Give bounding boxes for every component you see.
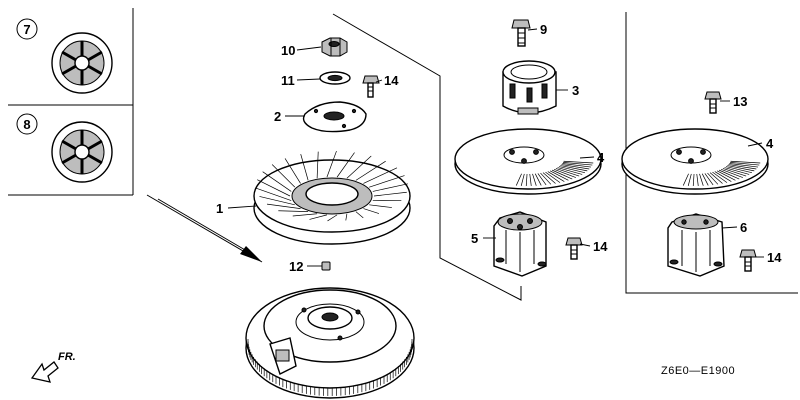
direction-indicator[interactable]: FR. xyxy=(30,351,76,383)
callout-1: 1 xyxy=(216,201,223,216)
inset-7-number: 7 xyxy=(23,22,30,37)
callout-2: 2 xyxy=(274,109,281,124)
cooling-fan-variant-8 xyxy=(51,121,113,183)
direction-label: FR. xyxy=(58,351,76,363)
callout-14-top: 14 xyxy=(384,73,399,88)
reference-code: Z6E0—E1900 xyxy=(661,365,735,377)
inset-panel xyxy=(8,8,134,196)
callout-6: 6 xyxy=(740,220,747,235)
inset-8[interactable]: 8 xyxy=(16,113,113,183)
key-part-12[interactable] xyxy=(321,261,331,271)
bracket-part-5[interactable] xyxy=(493,211,547,277)
callout-3: 3 xyxy=(572,83,579,98)
washer-part-11[interactable] xyxy=(319,71,351,85)
callout-14-right: 14 xyxy=(767,250,782,265)
flywheel xyxy=(245,287,415,399)
install-arrow xyxy=(146,194,263,263)
callout-14-middle: 14 xyxy=(593,239,608,254)
leader-lines xyxy=(227,28,764,267)
cooling-fan-part-1[interactable] xyxy=(253,150,411,245)
callout-4-right: 4 xyxy=(766,136,774,151)
front-arrow-icon xyxy=(30,361,59,383)
callout-9: 9 xyxy=(540,22,547,37)
inset-8-badge xyxy=(16,113,38,135)
callout-10: 10 xyxy=(281,43,295,58)
disc-part-4-left[interactable] xyxy=(454,128,602,195)
bolt-part-9[interactable] xyxy=(511,19,531,47)
callout-13: 13 xyxy=(733,94,747,109)
callouts: 10 11 2 14 1 12 9 3 4 5 14 13 4 6 14 xyxy=(216,22,782,274)
nut-part-10[interactable] xyxy=(321,37,348,57)
bolt-part-14-top[interactable] xyxy=(362,75,380,98)
callout-4-left: 4 xyxy=(597,150,605,165)
callout-12: 12 xyxy=(289,259,303,274)
disc-part-4-right[interactable] xyxy=(621,128,769,195)
cooling-fan-variant-7 xyxy=(51,32,113,94)
bolt-part-13[interactable] xyxy=(704,91,722,114)
fan-plate-part-2[interactable] xyxy=(302,101,367,133)
inset-8-number: 8 xyxy=(23,117,30,132)
assembly-lines xyxy=(332,12,798,301)
bracket-part-6[interactable] xyxy=(667,213,725,277)
starter-pulley-part-3[interactable] xyxy=(502,60,557,115)
callout-5: 5 xyxy=(471,231,478,246)
inset-7[interactable]: 7 xyxy=(16,18,113,94)
inset-7-badge xyxy=(16,18,38,40)
callout-11: 11 xyxy=(281,73,295,88)
bolt-part-14-middle[interactable] xyxy=(565,237,583,260)
bolt-part-14-right[interactable] xyxy=(739,249,757,272)
